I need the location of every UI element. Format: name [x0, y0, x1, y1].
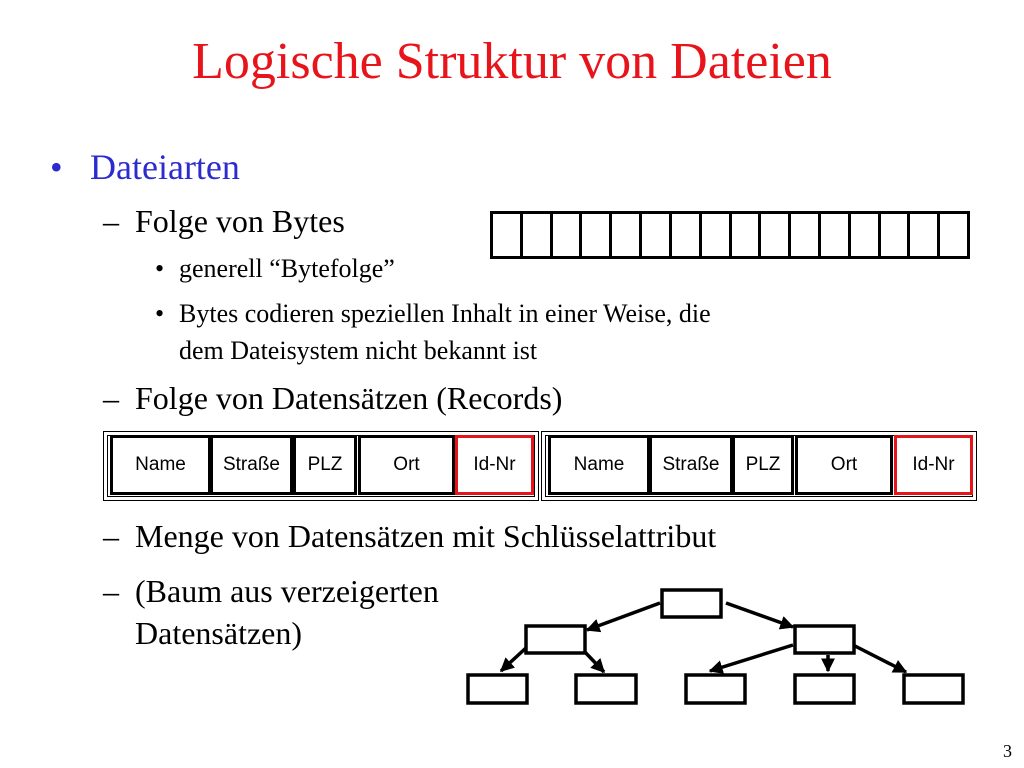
sub-item-bytefolge: generell “Bytefolge”	[179, 254, 395, 283]
byte-cell	[582, 214, 613, 256]
tree-node-leaf	[466, 673, 529, 705]
record-2-field-ort: Ort	[795, 435, 893, 495]
sub-bullet: •	[155, 254, 165, 283]
byte-cell	[642, 214, 672, 256]
slide-title: Logische Struktur von Dateien	[192, 33, 832, 90]
byte-cell	[493, 214, 523, 256]
byte-cell	[612, 214, 643, 256]
byte-cell	[761, 214, 792, 256]
byte-cell	[732, 214, 762, 256]
record-2-field-id-nr: Id-Nr	[894, 435, 973, 495]
item-baum-line1: (Baum aus verzeigerten	[135, 573, 439, 609]
record-2-field-name: Name	[548, 435, 650, 495]
byte-cell	[910, 214, 941, 256]
tree-node-right	[793, 624, 856, 655]
byte-cell	[672, 214, 702, 256]
byte-cell	[791, 214, 821, 256]
record-1-field-strasse: Straße	[210, 435, 293, 495]
tree-edge	[585, 601, 661, 633]
dash-bullet: –	[103, 518, 119, 554]
page-number: 3	[1003, 741, 1012, 761]
byte-cell	[851, 214, 881, 256]
record-1-field-ort: Ort	[358, 435, 455, 495]
byte-cell	[523, 214, 553, 256]
tree-node-leaf	[684, 673, 747, 705]
dash-bullet: –	[103, 203, 119, 239]
item-menge-von-datensaetzen: Menge von Datensätzen mit Schlüsselattri…	[135, 518, 717, 554]
sub-item-bytes-codieren-line2: dem Dateisystem nicht bekannt ist	[179, 336, 538, 365]
tree-node-leaf	[574, 673, 638, 705]
record-1-field-plz: PLZ	[293, 435, 357, 495]
dash-bullet: –	[103, 380, 119, 416]
record-1: Name Straße PLZ Ort Id-Nr	[103, 431, 539, 501]
byte-cell	[821, 214, 851, 256]
sub-bullet: •	[155, 299, 165, 328]
tree-node-leaf	[902, 673, 965, 705]
record-1-field-id-nr: Id-Nr	[455, 435, 534, 495]
byte-sequence-diagram	[490, 211, 970, 259]
tree-edge	[852, 643, 908, 674]
level1-text-dateiarten: Dateiarten	[90, 147, 240, 187]
tree-edge	[725, 601, 795, 630]
byte-cell	[702, 214, 732, 256]
item-folge-von-bytes: Folge von Bytes	[135, 203, 345, 239]
sub-item-bytes-codieren-line1: Bytes codieren speziellen Inhalt in eine…	[179, 299, 711, 328]
level1-bullet: •	[50, 147, 63, 187]
tree-edge	[499, 645, 529, 673]
record-2-field-strasse: Straße	[649, 435, 733, 495]
dash-bullet: –	[103, 573, 119, 609]
tree-edge	[708, 643, 794, 674]
byte-cell	[553, 214, 583, 256]
record-1-field-name: Name	[110, 435, 211, 495]
byte-cell	[881, 214, 911, 256]
record-2: Name Straße PLZ Ort Id-Nr	[541, 431, 977, 501]
item-baum-line2: Datensätzen)	[135, 615, 303, 651]
item-folge-von-datensaetzen: Folge von Datensätzen (Records)	[135, 380, 563, 416]
record-2-field-plz: PLZ	[732, 435, 794, 495]
tree-node-left	[524, 624, 587, 655]
tree-node-root	[660, 588, 723, 619]
tree-node-leaf	[793, 673, 856, 705]
